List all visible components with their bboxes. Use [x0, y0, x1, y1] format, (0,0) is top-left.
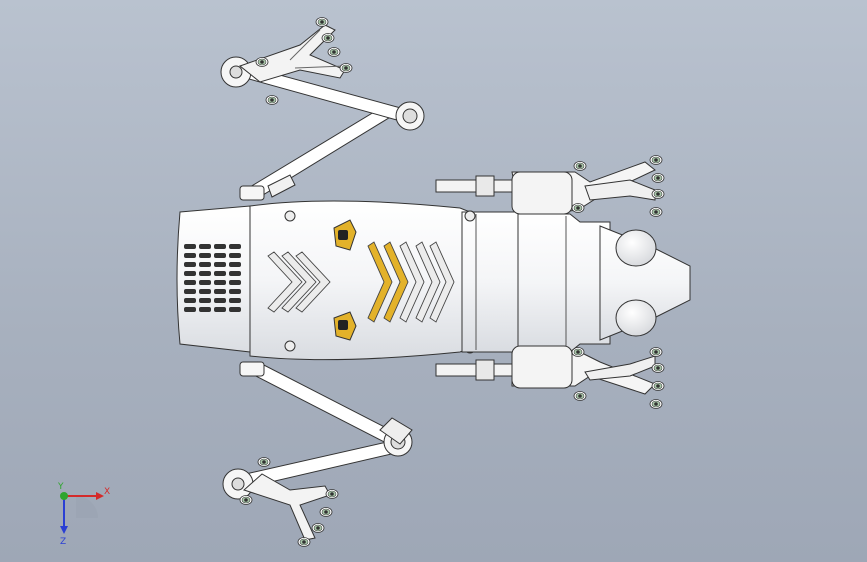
lower-left-thigh: [247, 361, 403, 449]
z-axis-head: [60, 526, 68, 534]
y-axis-dot: [60, 492, 68, 500]
x-axis-label: X: [104, 487, 110, 497]
head-eye-top: [615, 229, 657, 267]
robot-body: [176, 171, 691, 389]
chevron-vents-front: [367, 241, 455, 323]
upper-left-thigh: [244, 105, 393, 199]
head-eye-bottom: [615, 299, 657, 337]
shell-screw: [284, 340, 296, 352]
chest-block: [461, 211, 521, 353]
z-axis-label: Z: [60, 537, 66, 547]
y-axis-label: Y: [57, 482, 64, 492]
rear-left-leg: [222, 361, 413, 547]
axis-triad: X Z Y: [57, 482, 110, 547]
shell-screw: [284, 210, 296, 222]
chevron-vents-rear: [267, 251, 331, 313]
x-axis-head: [96, 492, 104, 500]
rear-vent-grille: [184, 244, 241, 312]
front-left-leg: [220, 17, 425, 201]
status-lights: [333, 219, 357, 341]
head-base: [517, 213, 611, 353]
